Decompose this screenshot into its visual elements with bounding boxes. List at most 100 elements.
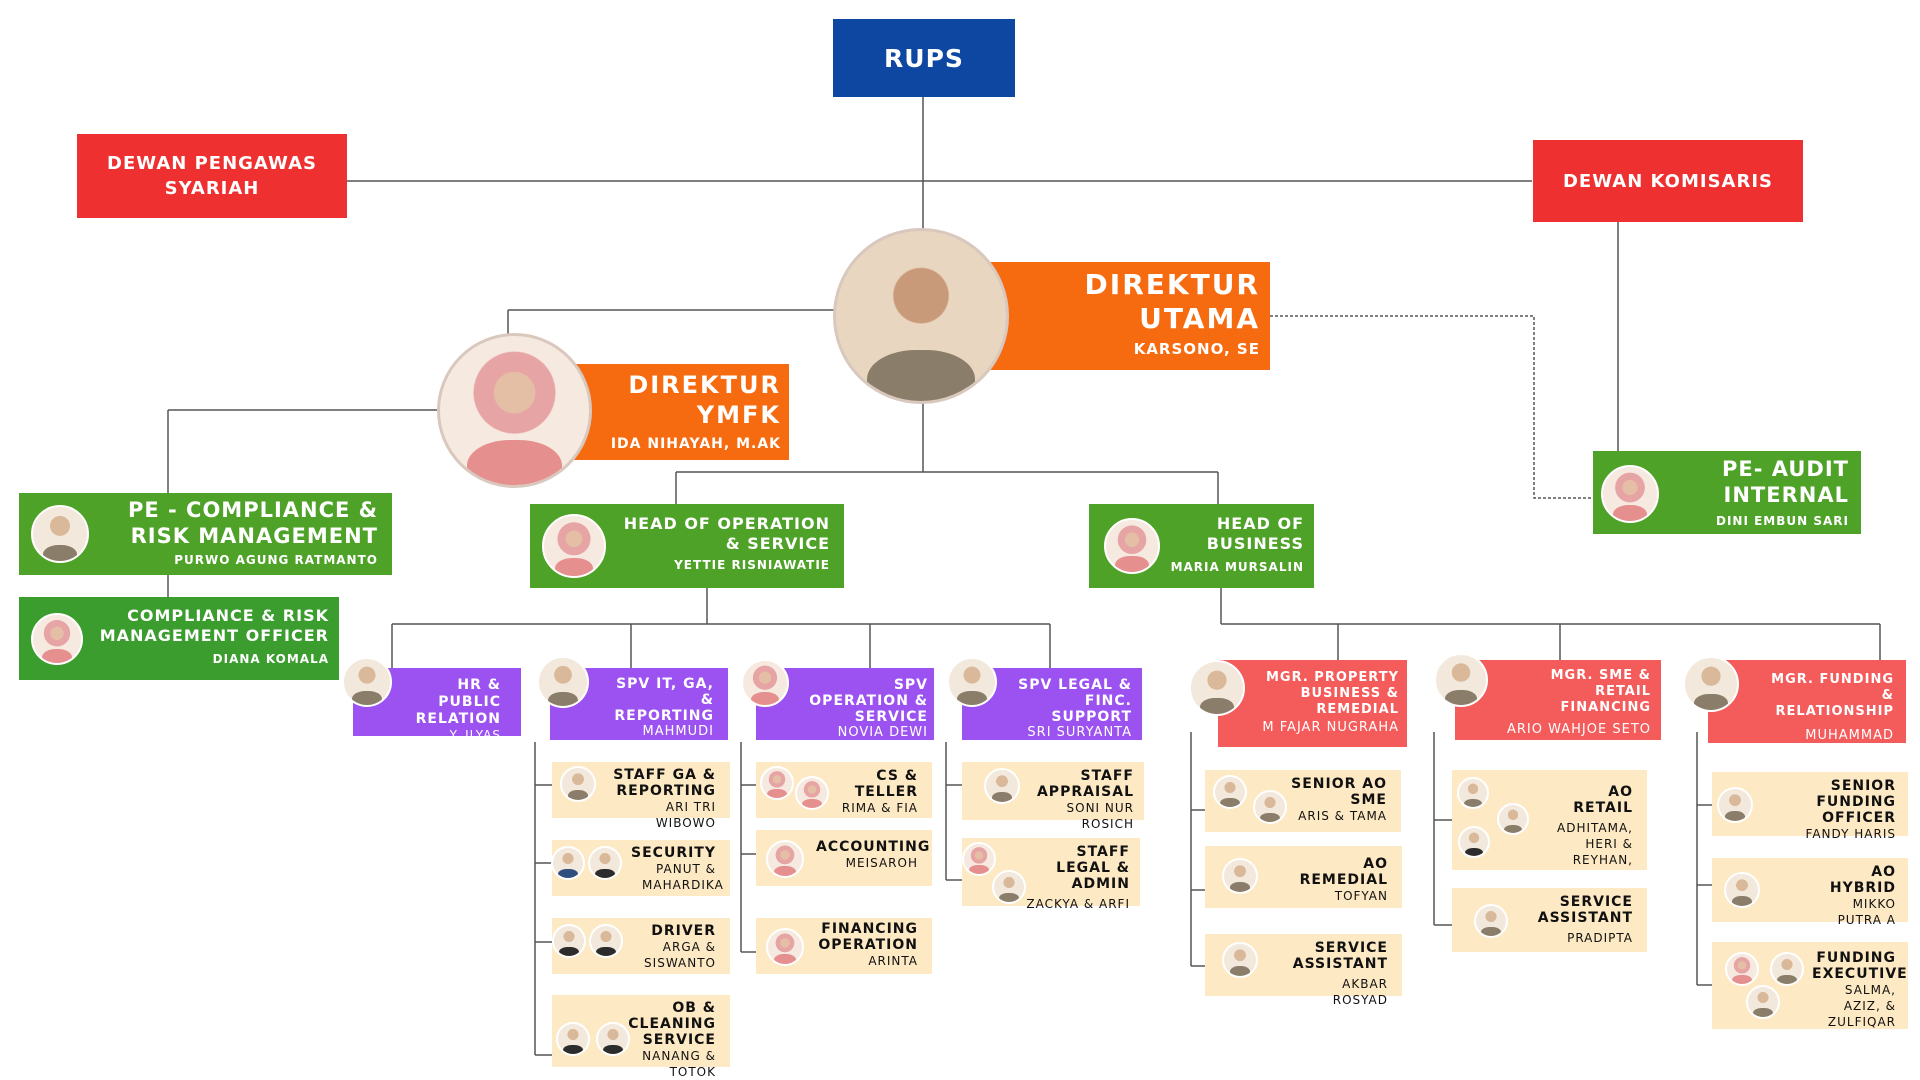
driver-photo-2: [589, 924, 623, 958]
driver-name: ARGA & SISWANTO: [644, 940, 716, 970]
service-assistant-2-title: SERVICE ASSISTANT: [1537, 894, 1633, 926]
accounting-name: MEISAROH: [845, 856, 918, 870]
senior-ao-sme-name: ARIS & TAMA: [1298, 809, 1387, 823]
mgr-funding-name: MUHAMMAD RIZKI: [1805, 728, 1894, 758]
spv-it-photo: [537, 656, 589, 708]
staff-ga-photo: [560, 766, 596, 802]
hr-title: HR & PUBLIC RELATION: [415, 677, 501, 727]
ob-cleaning-name: NANANG & TOTOK: [642, 1049, 716, 1079]
ao-hybrid-photo: [1724, 872, 1760, 908]
staff-legal-name: ZACKYA & ARFI: [1026, 897, 1130, 911]
staff-ga-name: ARI TRI WIBOWO: [655, 800, 716, 830]
head-of-business-title: HEAD OF BUSINESS: [1206, 514, 1304, 553]
spv-it-name: MAHMUDI: [642, 724, 714, 739]
financing-operation-photo: [766, 928, 804, 966]
mgr-property-box: MGR. PROPERTY BUSINESS & REMEDIAL M FAJA…: [1218, 660, 1407, 747]
funding-executive-name: SALMA, AZIZ, & ZULFIQAR: [1827, 983, 1896, 1029]
financing-operation-title: FINANCING OPERATION: [818, 921, 918, 953]
spv-legal-name: SRI SURYANTA: [1027, 725, 1132, 740]
head-of-operation-photo: [542, 514, 606, 578]
mgr-property-name: M FAJAR NUGRAHA: [1262, 720, 1399, 735]
compliance-officer-title: COMPLIANCE & RISK MANAGEMENT OFFICER: [99, 606, 329, 645]
mgr-funding-box: MGR. FUNDING & RELATIONSHIP MUHAMMAD RIZ…: [1708, 660, 1906, 758]
senior-ao-sme-title: SENIOR AO SME: [1291, 776, 1387, 808]
ao-retail-photo-1: [1457, 777, 1489, 809]
head-of-operation-name: YETTIE RISNIAWATIE: [674, 558, 830, 572]
spv-it-title: SPV IT, GA, & REPORTING: [614, 676, 714, 724]
financing-operation-name: ARINTA: [868, 954, 918, 968]
service-assistant-1-title: SERVICE ASSISTANT: [1292, 940, 1388, 972]
accounting-photo: [766, 840, 804, 878]
mgr-sme-photo: [1434, 653, 1488, 707]
spv-operation-title: SPV OPERATION & SERVICE: [809, 677, 928, 725]
funding-executive-box: FUNDING EXECUTIVE SALMA, AZIZ, & ZULFIQA…: [1712, 942, 1908, 1029]
direktur-ymfk-box: DIREKTUR YMFK IDA NIHAYAH, M.AK: [565, 364, 789, 460]
direktur-utama-name: KARSONO, SE: [1133, 340, 1260, 358]
financing-operation-box: FINANCING OPERATION ARINTA: [756, 918, 932, 974]
compliance-officer-name: DIANA KOMALA: [212, 652, 329, 666]
staff-legal-box: STAFF LEGAL & ADMIN ZACKYA & ARFI: [962, 838, 1140, 911]
funding-executive-title: FUNDING EXECUTIVE: [1812, 950, 1908, 982]
pe-audit-title: PE- AUDIT INTERNAL: [1722, 457, 1849, 507]
direktur-ymfk-name: IDA NIHAYAH, M.AK: [610, 436, 781, 452]
direktur-utama-photo: [833, 228, 1009, 404]
service-assistant-2-photo: [1474, 904, 1508, 938]
spv-legal-title: SPV LEGAL & FINC. SUPPORT: [1018, 677, 1132, 725]
staff-ga-title: STAFF GA & REPORTING: [613, 767, 716, 799]
funding-executive-photo-1: [1725, 952, 1759, 986]
service-assistant-2-box: SERVICE ASSISTANT PRADIPTA: [1452, 888, 1647, 952]
dewan-pengawas-syariah-box: DEWAN PENGAWAS SYARIAH: [77, 134, 347, 218]
pe-audit-photo: [1601, 465, 1659, 523]
pe-compliance-name: PURWO AGUNG RATMANTO: [174, 553, 378, 567]
cs-photo-2: [795, 776, 829, 810]
direktur-ymfk-photo: [437, 333, 592, 488]
staff-appraisal-name: SONI NUR ROSICH: [1066, 801, 1134, 831]
senior-funding-officer-photo: [1717, 787, 1753, 823]
driver-photo-1: [552, 924, 586, 958]
staff-appraisal-title: STAFF APPRAISAL: [1036, 768, 1134, 800]
pe-audit-name: DINI EMBUN SARI: [1716, 514, 1849, 528]
staff-legal-title: STAFF LEGAL & ADMIN: [1056, 844, 1130, 892]
mgr-sme-title: MGR. SME & RETAIL FINANCING: [1550, 668, 1651, 715]
direktur-utama-title: DIREKTUR UTAMA: [1084, 268, 1260, 335]
staff-appraisal-photo: [984, 768, 1020, 804]
spv-legal-photo: [947, 657, 997, 707]
mgr-funding-photo: [1683, 656, 1739, 712]
mgr-property-photo: [1189, 660, 1245, 716]
direktur-ymfk-title: DIREKTUR YMFK: [628, 371, 781, 429]
spv-operation-name: NOVIA DEWI ARINI: [837, 725, 928, 755]
ao-retail-name: ADHITAMA, HERI & REYHAN,: [1557, 821, 1633, 867]
ao-retail-photo-3: [1458, 826, 1490, 858]
ob-photo-1: [556, 1022, 590, 1056]
komisaris-label: DEWAN KOMISARIS: [1562, 170, 1773, 192]
mgr-property-title: MGR. PROPERTY BUSINESS & REMEDIAL: [1265, 670, 1399, 717]
security-photo-2: [588, 846, 622, 880]
service-assistant-1-photo: [1222, 942, 1258, 978]
mgr-sme-box: MGR. SME & RETAIL FINANCING ARIO WAHJOE …: [1455, 660, 1661, 740]
cs-photo-1: [760, 766, 794, 800]
ao-hybrid-title: AO HYBRID: [1829, 864, 1896, 896]
mgr-sme-name: ARIO WAHJOE SETO: [1507, 722, 1651, 737]
head-of-business-photo: [1104, 518, 1160, 574]
pe-compliance-photo: [31, 505, 89, 563]
mgr-funding-title: MGR. FUNDING & RELATIONSHIP: [1771, 672, 1894, 719]
security-photo-1: [551, 846, 585, 880]
ao-sme-photo-2: [1253, 790, 1287, 824]
ao-sme-photo-1: [1213, 775, 1247, 809]
direktur-utama-box: DIREKTUR UTAMA KARSONO, SE: [990, 262, 1270, 370]
ob-photo-2: [596, 1022, 630, 1056]
accounting-title: ACCOUNTING: [816, 839, 931, 855]
ao-remedial-name: TOFYAN: [1334, 889, 1388, 903]
ao-retail-title: AO RETAIL: [1573, 784, 1633, 816]
senior-funding-officer-title: SENIOR FUNDING OFFICER: [1816, 778, 1896, 826]
compliance-officer-photo: [31, 613, 83, 665]
rups-label: RUPS: [884, 43, 964, 73]
dps-label: DEWAN PENGAWAS SYARIAH: [107, 153, 317, 199]
rups-box: RUPS: [833, 19, 1015, 97]
head-of-operation-title: HEAD OF OPERATION & SERVICE: [623, 514, 830, 553]
spv-operation-photo: [741, 659, 789, 707]
service-assistant-2-name: PRADIPTA: [1567, 931, 1633, 945]
funding-executive-photo-2: [1770, 952, 1804, 986]
ao-hybrid-name: MIKKO PUTRA A: [1837, 897, 1896, 927]
